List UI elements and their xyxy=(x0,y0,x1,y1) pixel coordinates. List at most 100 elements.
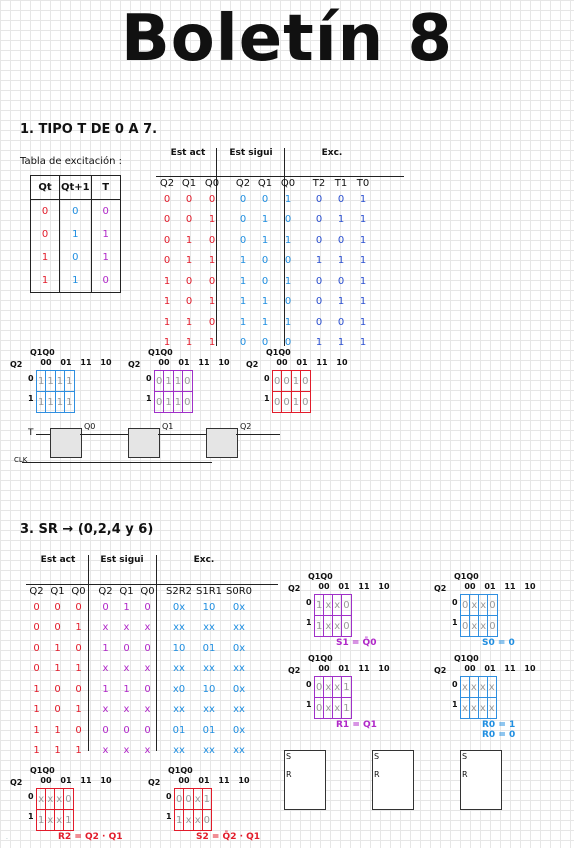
s1-cell: 0 xyxy=(239,234,247,246)
kmap-col-label: 01 xyxy=(198,776,210,785)
s1-cell: 0 xyxy=(261,193,269,205)
kmap-cell: x xyxy=(478,615,489,637)
s3-cell: 0 xyxy=(123,642,130,654)
kmap-cell: 0 xyxy=(487,594,498,616)
kmap-col-label: 00 xyxy=(464,664,476,673)
kmap-cell: 0 xyxy=(313,697,325,719)
s1-cell: 1 xyxy=(163,316,171,328)
s3-cell: 0 xyxy=(54,704,61,716)
s1-col-label: T1 xyxy=(334,178,348,189)
kmap-corner-side: Q2 xyxy=(246,360,259,369)
s3-cell: 0 xyxy=(75,724,82,736)
kmap-col-label: 00 xyxy=(318,582,330,591)
s3-col-label: Q1 xyxy=(50,586,65,597)
s1-col-label: Q1 xyxy=(257,178,273,189)
s1-cell: 1 xyxy=(359,296,367,308)
s3-cell: 0 xyxy=(102,601,109,613)
kmap-cell: x xyxy=(478,594,489,616)
s1-cell: 0 xyxy=(284,255,292,267)
s1-cell: 1 xyxy=(185,234,193,246)
kmap-col-label: 11 xyxy=(504,582,516,591)
s1-cell: 0 xyxy=(284,337,292,349)
s1-cell: 1 xyxy=(239,316,247,328)
kmap-cell: x xyxy=(332,676,343,698)
s1-cell: 0 xyxy=(315,193,323,205)
s3-col-label: Q1 xyxy=(119,586,134,597)
s1-cell: 1 xyxy=(359,193,367,205)
s1-cell: 0 xyxy=(185,214,193,226)
kmap-col-label: 01 xyxy=(338,582,350,591)
flipflop-2 xyxy=(206,428,238,458)
kmap-cell: x xyxy=(54,788,65,810)
kmap-corner-top: Q1Q0 xyxy=(266,348,291,357)
s3-cell: x xyxy=(144,704,151,716)
s3-cell: 1 xyxy=(33,724,40,736)
s3-col-label: Q0 xyxy=(71,586,86,597)
kmap-cell: x xyxy=(192,809,203,831)
s3-cell: x xyxy=(123,663,130,675)
kmap-cell: 0 xyxy=(153,391,165,413)
s1-cell: 0 xyxy=(315,214,323,226)
s3-cell: 0x xyxy=(172,601,186,613)
kmap-cell: x xyxy=(183,809,194,831)
kmap-cell: 1 xyxy=(54,391,66,413)
s1-cell: 1 xyxy=(185,316,193,328)
s1-col-label: Q2 xyxy=(159,178,175,189)
s1-cell: 0 xyxy=(337,234,345,246)
s3-cell: 0x xyxy=(232,683,246,695)
kmap-cell: x xyxy=(35,788,47,810)
kmap-col-label: 01 xyxy=(338,664,350,673)
s3-cell: 0 xyxy=(123,724,130,736)
kmap-cell: 1 xyxy=(63,809,74,831)
s3-cell: 0 xyxy=(75,683,82,695)
s3-cell: x xyxy=(123,704,130,716)
flipflop-1 xyxy=(128,428,160,458)
kmap-cell: x xyxy=(469,594,480,616)
kmap-col-label: 01 xyxy=(60,776,72,785)
s3-cell: 0 xyxy=(144,724,151,736)
kmap-cell: x xyxy=(192,788,203,810)
s1-cell: 1 xyxy=(239,296,247,308)
kmap-cell: 0 xyxy=(281,391,292,413)
s3-cell: 1 xyxy=(33,745,40,757)
kmap-col-label: 11 xyxy=(358,664,370,673)
kmap-col-label: 10 xyxy=(378,664,390,673)
kmap-col-label: 11 xyxy=(358,582,370,591)
kmap-cell: 1 xyxy=(54,370,66,392)
s3-cell: 10 xyxy=(202,683,216,695)
kmap-cell: x xyxy=(468,697,479,719)
kmap-row-label: 0 xyxy=(306,680,312,689)
s3-cell: x xyxy=(102,745,109,757)
s3-cell: 0 xyxy=(54,683,61,695)
s3-cell: 01 xyxy=(172,724,186,736)
s1-cell: 1 xyxy=(185,255,193,267)
s3-cell: x xyxy=(144,663,151,675)
s3-cell: 1 xyxy=(54,745,61,757)
s3-cell: xx xyxy=(233,622,245,634)
kmap-cell: 0 xyxy=(341,594,352,616)
s1-cell: 1 xyxy=(337,337,345,349)
sr-input-r: R xyxy=(462,770,468,779)
s3-cell: 0 xyxy=(33,642,40,654)
s3-cell: x xyxy=(123,745,130,757)
kmap-equation: R0 = 1 R0 = 0 xyxy=(482,720,516,740)
kmap-cell: x xyxy=(486,676,497,698)
s1-cell: 0 xyxy=(284,296,292,308)
exc-header: T xyxy=(91,175,121,200)
s3-cell: 0x xyxy=(232,724,246,736)
kmap-cell: 1 xyxy=(35,391,47,413)
kmap-equation: S0 = 0 xyxy=(482,638,515,648)
kmap-corner-side: Q2 xyxy=(10,360,23,369)
kmap-cell: 1 xyxy=(45,370,56,392)
s3-cell: 10 xyxy=(172,642,186,654)
kmap-row-label: 1 xyxy=(28,394,34,403)
kmap-col-label: 01 xyxy=(296,358,308,367)
s1-cell: 0 xyxy=(163,234,171,246)
s1-cell: 1 xyxy=(284,316,292,328)
s3-col-label: S2R2 xyxy=(165,586,193,597)
kmap-cell: x xyxy=(323,615,334,637)
